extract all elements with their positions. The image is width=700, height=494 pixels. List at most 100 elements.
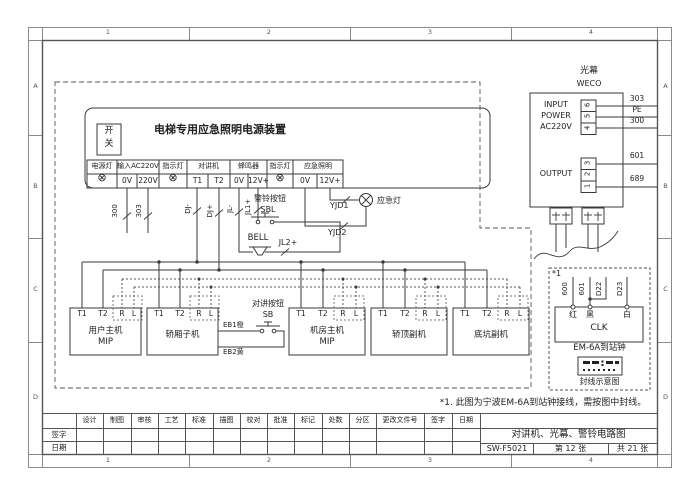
curtain-wire-689: 689 [629,174,645,183]
alarm-button-id: SBL [260,205,276,214]
device-wires [126,188,367,270]
zone-bottom-2: 2 [266,456,272,464]
tb-header-trace: 描图 [219,416,234,424]
switch-label-1: 开 [104,126,114,136]
tb-header-mark: 标记 [301,416,315,424]
curtain-wire-pe: PE [632,105,642,114]
sheet-number: 第 12 张 [554,444,587,453]
indicator-lamp-icon-2: ⊗ [275,171,285,184]
clock-name: EM-6A到站钟 [573,343,626,353]
box4-l: L [435,309,441,318]
clock-detail [548,267,651,391]
zone-top-4: 4 [588,28,594,36]
zone-bottom-3: 3 [427,456,433,464]
zone-left-b: B [33,182,38,190]
zone-top-2: 2 [266,28,272,36]
clock-ref: *1 [552,269,562,278]
box1-l: L [131,309,137,318]
tb-header-draw: 制图 [110,416,124,424]
alarm-button-label: 警铃按钮 [254,194,286,203]
terminal-220v-input: 220V [138,176,158,185]
intercom-buses [81,261,521,308]
terminal-table [86,159,344,189]
box5-t2: T2 [482,309,492,318]
curtain-outline [529,92,657,260]
titleblock-grid [42,413,658,455]
zone-top-3: 3 [427,28,433,36]
tb-header-sign: 签字 [431,416,445,424]
terminal-group-buzzer: 蜂鸣器 [238,162,259,170]
tb-header-process: 工艺 [164,416,179,424]
clock-wire-600: 600 [561,282,570,296]
junction-dots [157,260,592,301]
terminal-12v-emergency: 12V+ [319,176,341,185]
tb-header-standard: 标准 [192,416,206,424]
alarm-button-icon [251,212,279,225]
seal-caption: 封线示意图 [579,377,620,386]
wire-label-eb1: EB1橙 [223,321,244,329]
terminal-0v-buzzer: 0V [234,176,244,185]
box4-t2: T2 [400,309,410,318]
tb-header-date: 日期 [459,416,473,424]
box2-t2: T2 [175,309,185,318]
curtain-pin-4: 4 [583,125,592,131]
box1-sub: MIP [98,337,113,347]
clock-terminal-black: 黑 [586,310,594,319]
curtain-input-line3: AC220V [540,122,572,131]
zone-top-1: 1 [105,28,111,36]
tb-header-design: 设计 [82,416,97,424]
curtain-input-line1: INPUT [544,100,568,109]
zone-right-a: A [663,82,668,90]
curtain-pin-1: 1 [583,183,592,189]
intercom-button-label: 对讲按钮 [252,299,284,308]
box5-name: 底坑副机 [473,330,508,340]
tb-header-proof: 校对 [246,416,261,424]
terminal-group-input: 输入AC220V [117,162,159,170]
curtain-output-label: OUTPUT [539,169,573,178]
terminal-t2: T2 [214,176,224,185]
box2-r: R [196,309,202,318]
box1-t2: T2 [98,309,108,318]
clock-wire-601: 601 [578,282,587,296]
box4-name: 轿顶副机 [391,330,426,340]
wire-label-yjd2: YJD2 [328,228,347,237]
curtain-input-line2: POWER [541,111,571,120]
box2-name: 轿厢子机 [165,330,200,340]
curtain-brand: WECO [576,79,602,88]
switch-label-2: 关 [104,139,114,149]
emergency-lamp-icon [359,193,373,207]
seal-pattern [583,360,619,371]
terminal-group-indicator-1: 指示灯 [162,162,184,170]
wire-label-303: 303 [135,204,144,218]
doc-number: SW-F5021 [486,444,528,453]
clock-box-label: CLK [590,323,608,333]
indicator-lamp-icon-1: ⊗ [168,171,178,184]
clock-wire-d23: D23 [616,281,625,296]
wire-label-yjd1: YJD1 [330,201,349,210]
tb-header-count: 处数 [328,416,343,424]
zone-right-d: D [662,393,668,401]
box3-sub: MIP [319,337,335,347]
emergency-lamp-label: 应急灯 [377,196,401,205]
box5-r: R [504,309,510,318]
clock-terminal-red: 红 [569,310,577,319]
wire-label-eb2: EB2黄 [223,348,244,356]
sheet-total: 共 21 张 [616,444,649,453]
tb-header-review: 审核 [137,416,152,424]
terminal-group-emergency: 应急照明 [304,162,332,170]
curtain-wire-601: 601 [629,151,645,160]
device-title: 电梯专用应急照明电源装置 [154,123,286,136]
terminal-0v-input: 0V [122,176,132,185]
wire-slashes [122,196,351,256]
terminal-t1: T1 [192,176,203,185]
wire-label-300: 300 [111,204,120,218]
box1-r: R [119,309,125,318]
tb-header-approve: 批准 [273,416,288,424]
power-device-outline [84,107,491,189]
zone-bottom-4: 4 [588,456,594,464]
terminal-12v-buzzer: 12V+ [248,176,269,185]
curtain-label: 光幕 [579,66,598,76]
box3-name: 机房主机 [309,326,344,336]
